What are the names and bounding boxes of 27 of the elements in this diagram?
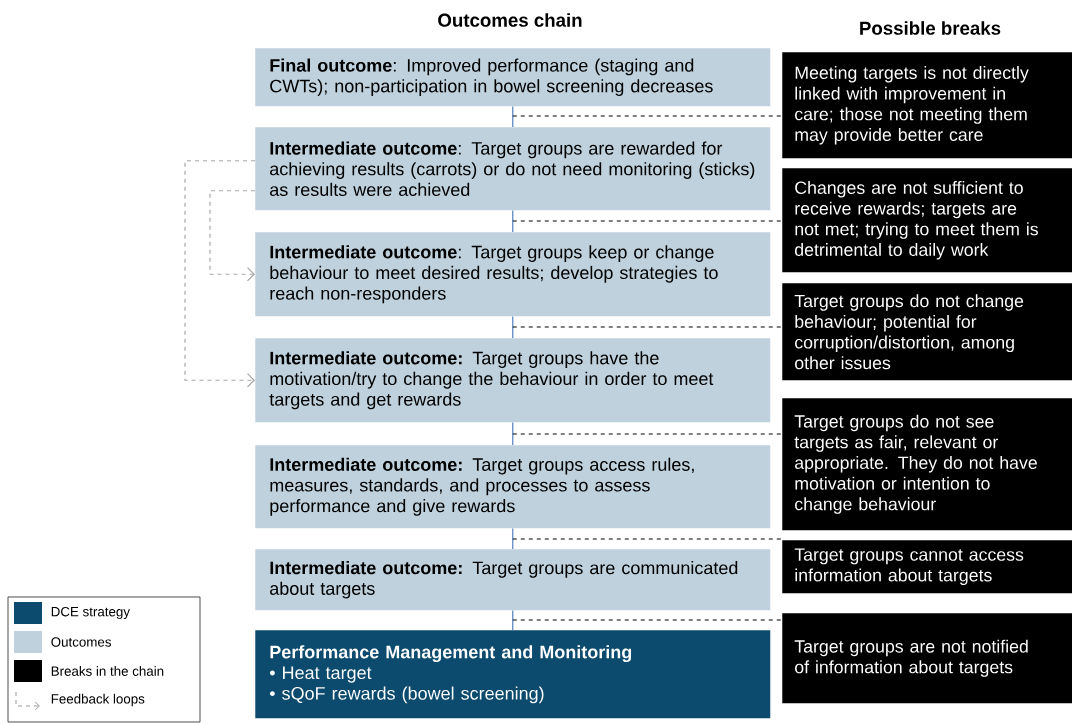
outcome-box: Intermediate outcome: Target groups have the motivation/try to change the behaviour in order to meet targets and get rewards (255, 338, 771, 423)
outcome-box: Intermediate outcome: Target groups access rules, measures, standards, and processes to assess performance and give rewards (255, 445, 771, 529)
break-box: Changes are not sufficient to receive rewards; targets are not met; trying to meet them is detrimental to daily work (782, 168, 1072, 273)
chain-link (512, 609, 514, 631)
chain-link (512, 105, 514, 128)
column-heading: Possible breaks (860, 21, 1001, 35)
legend-label: DCE strategy (51, 606, 130, 620)
chain-link (512, 421, 514, 446)
outcome-box: Intermediate outcome: Target groups are communicated about targets (255, 549, 771, 611)
break-box: Target groups are not notified of information about targets (782, 613, 1072, 704)
feedback-arrow (184, 160, 256, 388)
legend-label: Outcomes (51, 637, 111, 647)
chain-link (512, 527, 514, 550)
chain-link (512, 315, 514, 339)
break-box: Meeting targets is not directly linked with improvement in care; those not meeting them may provide better care (782, 52, 1072, 159)
strategy-box: Performance Management and Monitoring • Heat target • sQoF rewards (bowel screening) (255, 630, 771, 719)
break-box: Target groups do not see targets as fair, relevant or appropriate. They do not have motivation or intention to change behaviour (782, 398, 1072, 531)
break-box: Target groups do not change behaviour; potential for corruption/distortion, among other issues (782, 283, 1072, 381)
column-heading: Outcomes chain (438, 13, 582, 27)
outcome-box: Intermediate outcome: Target groups are rewarded for achieving results (carrots) or do not need monitoring (sticks) as results were achieved (255, 127, 771, 211)
legend-label: Feedback loops (51, 693, 145, 707)
outcome-box: Intermediate outcome: Target groups keep or change behaviour to meet desired results; develop strategies to reach non-responders (255, 232, 771, 317)
chain-link (512, 209, 514, 233)
feedback-arrow (209, 190, 256, 282)
break-box: Target groups cannot access information about targets (782, 540, 1072, 594)
outcome-box: Final outcome: Improved performance (staging and CWTs); non-participation in bowel screening decreases (255, 48, 771, 107)
legend-label: Breaks in the chain (51, 666, 164, 676)
